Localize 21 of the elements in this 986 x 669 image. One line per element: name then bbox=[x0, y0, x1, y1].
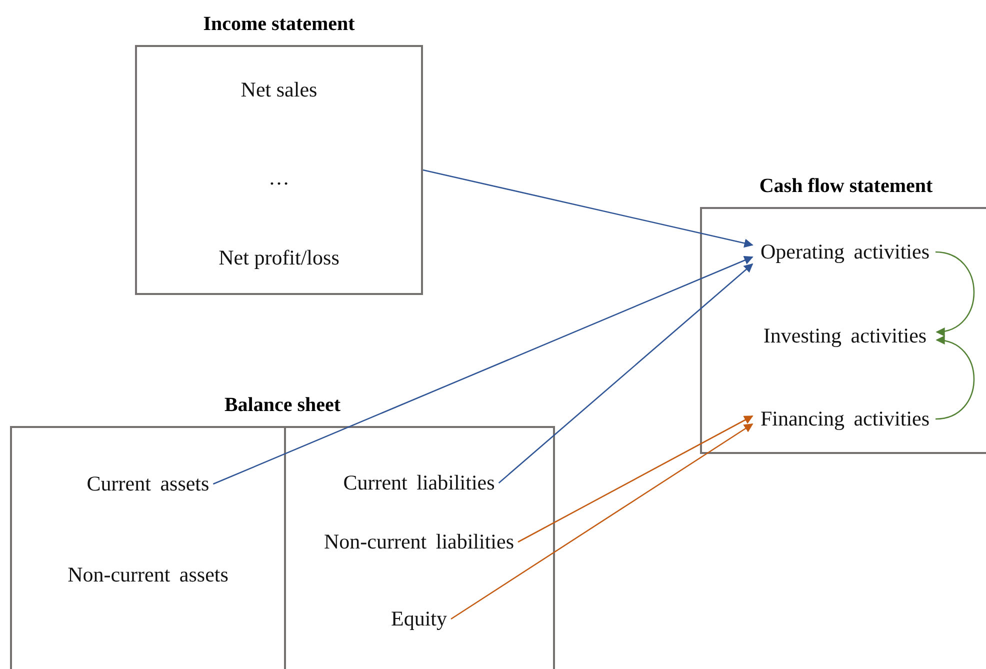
line-item: Equity bbox=[391, 606, 447, 632]
box-heading: Balance sheet bbox=[224, 394, 341, 417]
arrow bbox=[935, 336, 975, 420]
box-heading: Cash flow statement bbox=[759, 175, 933, 198]
arrow bbox=[498, 263, 754, 484]
line-item: Net sales bbox=[240, 78, 318, 102]
line-item: Non-current liabilities bbox=[324, 530, 514, 554]
line-item: … bbox=[268, 166, 290, 190]
line-item: Non-current assets bbox=[68, 562, 228, 588]
box-heading: Income statement bbox=[203, 13, 355, 36]
arrow bbox=[450, 423, 754, 620]
line-item: Net profit/loss bbox=[218, 246, 340, 270]
arrow bbox=[935, 251, 975, 336]
line-item: Current liabilities bbox=[343, 470, 495, 496]
line-item: Operating activities bbox=[760, 240, 930, 264]
arrow bbox=[212, 256, 754, 485]
line-item: Current assets bbox=[86, 472, 210, 496]
arrow bbox=[518, 415, 754, 543]
line-item: Investing activities bbox=[763, 324, 927, 348]
line-item: Financing activities bbox=[760, 406, 930, 432]
arrow bbox=[422, 169, 754, 248]
